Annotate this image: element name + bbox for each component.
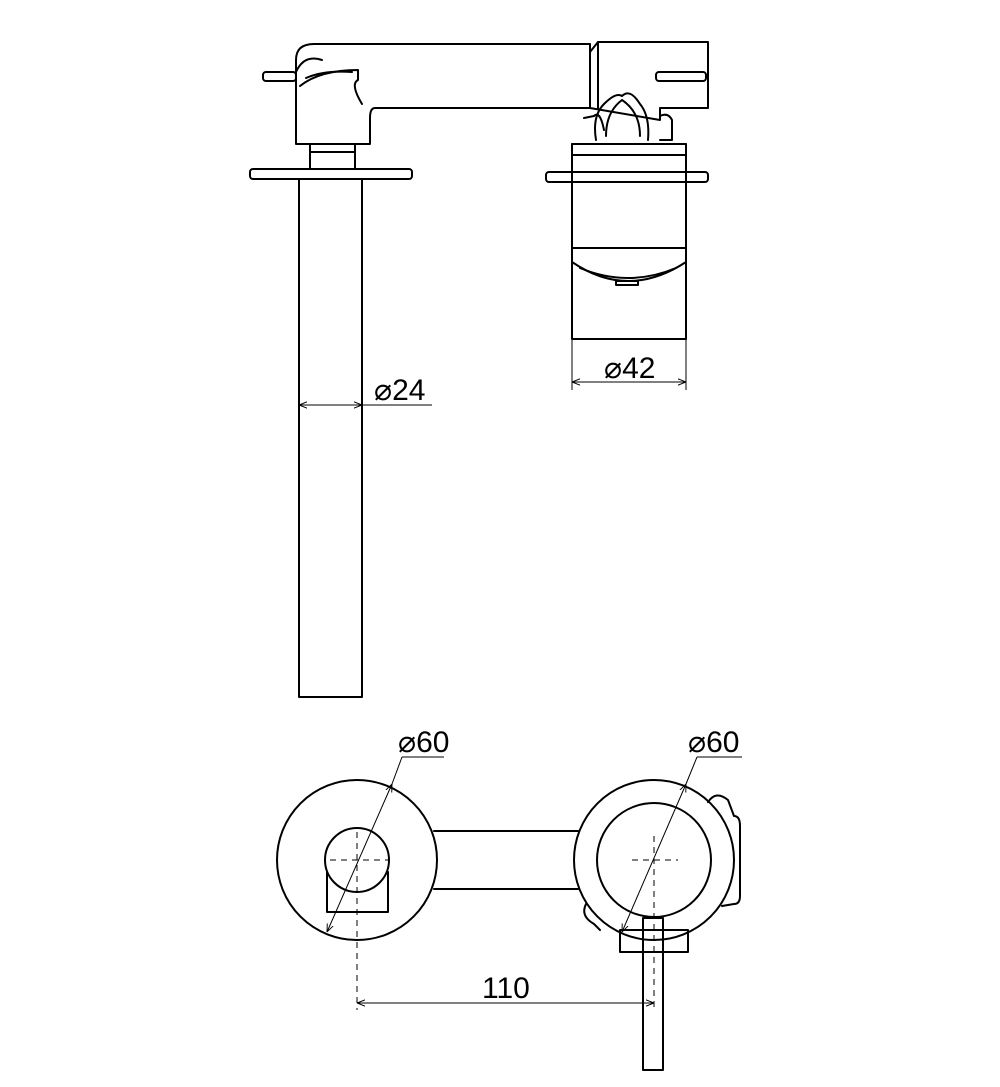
front-view: ⌀60 ⌀60 110 bbox=[276, 726, 742, 1071]
side-view: ⌀24 ⌀42 bbox=[249, 41, 709, 698]
svg-text:⌀42: ⌀42 bbox=[604, 352, 655, 385]
svg-text:⌀60: ⌀60 bbox=[688, 726, 739, 759]
dimension-outlet-diameter: ⌀24 bbox=[299, 374, 432, 407]
diameter-symbol: ⌀ bbox=[604, 352, 622, 385]
outlet-pipe bbox=[298, 178, 363, 698]
dimension-spout-plate-diameter: ⌀60 bbox=[327, 726, 449, 932]
svg-text:⌀24: ⌀24 bbox=[374, 374, 425, 407]
mixer-plate-diameter-label: 60 bbox=[706, 726, 739, 759]
spout-wall-plate bbox=[249, 168, 413, 180]
mixer-cartridge-body bbox=[571, 143, 687, 340]
mixer-body-diameter-label: 42 bbox=[622, 352, 655, 385]
svg-text:⌀60: ⌀60 bbox=[398, 726, 449, 759]
spout-plate-front bbox=[276, 779, 438, 1010]
mixer-handle bbox=[571, 41, 709, 145]
mixer-plate-front bbox=[573, 779, 741, 1071]
dimension-centre-spacing: 110 bbox=[357, 972, 654, 1005]
outlet-diameter-label: 24 bbox=[392, 374, 425, 407]
dimension-mixer-plate-diameter: ⌀60 bbox=[622, 726, 742, 932]
spout-plate-diameter-label: 60 bbox=[416, 726, 449, 759]
dimension-mixer-body-diameter: ⌀42 bbox=[571, 339, 687, 390]
spout-outlet bbox=[262, 43, 591, 170]
diameter-symbol: ⌀ bbox=[374, 374, 392, 407]
centre-spacing-label: 110 bbox=[482, 972, 530, 1005]
diameter-symbol: ⌀ bbox=[398, 726, 416, 759]
mixer-wall-plate bbox=[545, 171, 709, 183]
diameter-symbol: ⌀ bbox=[688, 726, 706, 759]
connecting-body bbox=[433, 830, 579, 890]
